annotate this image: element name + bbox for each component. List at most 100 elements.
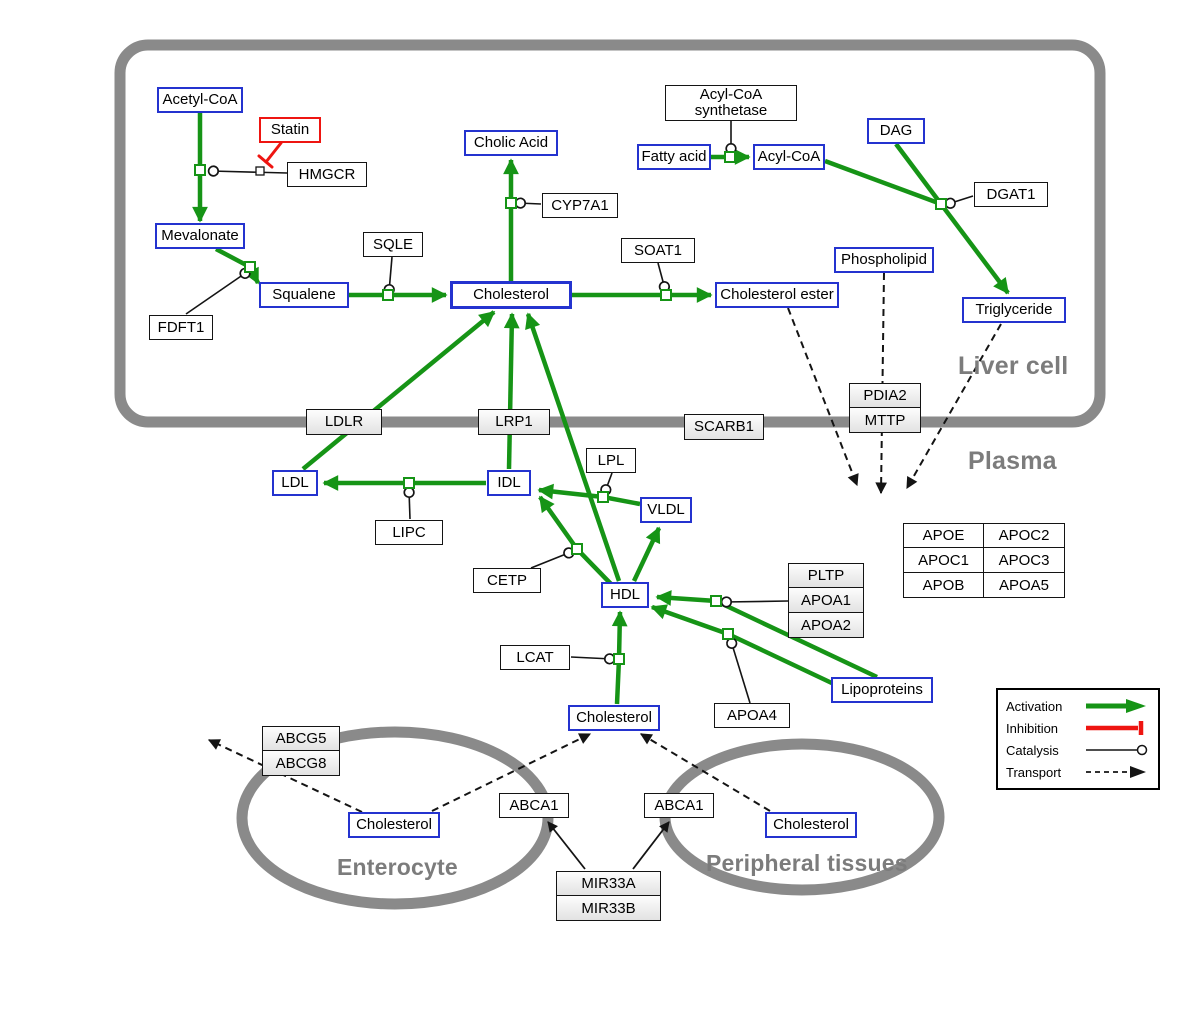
node-abcg5[interactable]: ABCG5 xyxy=(262,726,340,751)
node-abca1-peripheral[interactable]: ABCA1 xyxy=(644,793,714,818)
node-apoa5[interactable]: APOA5 xyxy=(984,573,1065,598)
node-acetyl-coa[interactable]: Acetyl-CoA xyxy=(157,87,243,113)
statin-inhibition-line xyxy=(264,141,283,164)
node-cholic-acid[interactable]: Cholic Acid xyxy=(464,130,558,156)
node-abca1-enterocyte[interactable]: ABCA1 xyxy=(499,793,569,818)
catalysis-sqle xyxy=(383,256,395,296)
node-dag[interactable]: DAG xyxy=(867,118,925,144)
edge-ldl-uptake-ldlr xyxy=(301,310,496,471)
catalysis-cetp xyxy=(530,547,575,569)
enterocyte-outline xyxy=(236,726,554,910)
node-cholesterol-liver[interactable]: Cholesterol xyxy=(450,281,572,309)
node-sqle[interactable]: SQLE xyxy=(363,232,423,257)
edge-idl-uptake-lrp1 xyxy=(503,312,520,470)
node-apoc1[interactable]: APOC1 xyxy=(903,548,984,573)
statin-inhibition-tbar xyxy=(257,154,274,169)
group-pltp-apoa1-apoa2: PLTP APOA1 APOA2 xyxy=(788,563,864,638)
node-apoe[interactable]: APOE xyxy=(903,523,984,548)
inhibition-edge-statin xyxy=(257,141,283,169)
catalysis-hmgcr xyxy=(207,165,288,177)
node-abcg8[interactable]: ABCG8 xyxy=(262,751,340,776)
node-lipc[interactable]: LIPC xyxy=(375,520,443,545)
peripheral-tissues-label: Peripheral tissues xyxy=(706,850,908,876)
node-mttp[interactable]: MTTP xyxy=(849,408,921,433)
edge-hdl-uptake xyxy=(525,312,622,582)
catalysis-lpl xyxy=(600,472,613,496)
edge-hdl-idl-cetp xyxy=(538,495,613,586)
edge-hdl-vldl xyxy=(631,526,662,582)
node-lcat[interactable]: LCAT xyxy=(500,645,570,670)
transport-enterocyte-cholesterol-to-plasma xyxy=(431,733,592,812)
edge-mir33-abca1-peripheral xyxy=(632,821,670,870)
legend-transport-label: Transport xyxy=(1006,764,1062,780)
catalysis-soat1 xyxy=(657,262,671,293)
node-acyl-coa[interactable]: Acyl-CoA xyxy=(753,144,825,170)
node-cyp7a1[interactable]: CYP7A1 xyxy=(542,193,618,218)
node-squalene[interactable]: Squalene xyxy=(259,282,349,308)
legend-activation-label: Activation xyxy=(1006,698,1063,714)
node-ldl[interactable]: LDL xyxy=(272,470,318,496)
legend-row-inhibition: Inhibition xyxy=(1006,720,1150,736)
node-cholesterol-peripheral[interactable]: Cholesterol xyxy=(765,812,857,838)
node-fatty-acid[interactable]: Fatty acid xyxy=(637,144,711,170)
liver-cell-label: Liver cell xyxy=(958,352,1069,380)
transport-cholesterol-abcg-export xyxy=(207,739,363,813)
node-mir33a[interactable]: MIR33A xyxy=(556,871,661,896)
node-lrp1[interactable]: LRP1 xyxy=(478,409,550,435)
node-acyl-coa-synthetase[interactable]: Acyl-CoA synthetase xyxy=(665,85,797,121)
node-hmgcr[interactable]: HMGCR xyxy=(287,162,367,187)
legend-row-activation: Activation xyxy=(1006,698,1150,714)
apolipoprotein-table: APOE APOC2 APOC1 APOC3 APOB APOA5 xyxy=(903,523,1065,598)
catalysis-edges xyxy=(185,121,974,704)
node-idl[interactable]: IDL xyxy=(487,470,531,496)
group-mir33a-mir33b: MIR33A MIR33B xyxy=(556,871,661,921)
node-apoc3[interactable]: APOC3 xyxy=(984,548,1065,573)
node-vldl[interactable]: VLDL xyxy=(640,497,692,523)
node-apoa4[interactable]: APOA4 xyxy=(714,703,790,728)
catalysis-circle-icon xyxy=(1086,744,1148,756)
node-cholesterol-plasma[interactable]: Cholesterol xyxy=(568,705,660,731)
activation-arrow-icon xyxy=(1086,699,1146,713)
enterocyte-label: Enterocyte xyxy=(337,854,458,880)
node-cetp[interactable]: CETP xyxy=(473,568,541,593)
node-apoa1[interactable]: APOA1 xyxy=(788,588,864,613)
node-hdl[interactable]: HDL xyxy=(601,582,649,608)
edge-junction-triglyceride xyxy=(939,202,1010,295)
node-cholesterol-ester[interactable]: Cholesterol ester xyxy=(715,282,839,308)
legend-row-catalysis: Catalysis xyxy=(1006,742,1150,758)
catalysis-lcat xyxy=(570,653,616,665)
node-apoc2[interactable]: APOC2 xyxy=(984,523,1065,548)
node-triglyceride[interactable]: Triglyceride xyxy=(962,297,1066,323)
legend: Activation Inhibition Catalysis Transpor… xyxy=(996,688,1160,790)
node-soat1[interactable]: SOAT1 xyxy=(621,238,695,263)
catalysis-lipc xyxy=(403,486,415,520)
node-cholesterol-enterocyte[interactable]: Cholesterol xyxy=(348,812,440,838)
node-lipoproteins[interactable]: Lipoproteins xyxy=(831,677,933,703)
group-abcg5-abcg8: ABCG5 ABCG8 xyxy=(262,726,340,776)
node-dgat1[interactable]: DGAT1 xyxy=(974,182,1048,207)
statin-anchor-square xyxy=(255,166,265,176)
reaction-anchors xyxy=(194,151,947,665)
catalysis-dgat1 xyxy=(944,195,974,209)
catalysis-apoa4 xyxy=(726,637,751,704)
node-mevalonate[interactable]: Mevalonate xyxy=(155,223,245,249)
transport-cholesterol-ester-to-plasma xyxy=(787,307,859,487)
node-apoa2[interactable]: APOA2 xyxy=(788,613,864,638)
plasma-label: Plasma xyxy=(968,447,1057,475)
node-phospholipid[interactable]: Phospholipid xyxy=(834,247,934,273)
catalysis-pltp-group xyxy=(720,596,789,608)
node-apob[interactable]: APOB xyxy=(903,573,984,598)
transport-triglyceride-to-plasma xyxy=(906,323,1002,490)
node-mir33b[interactable]: MIR33B xyxy=(556,896,661,921)
group-pdia2-mttp: PDIA2 MTTP xyxy=(849,383,921,433)
transport-peripheral-cholesterol-to-plasma xyxy=(639,733,771,812)
node-scarb1[interactable]: SCARB1 xyxy=(684,414,764,440)
node-pdia2[interactable]: PDIA2 xyxy=(849,383,921,408)
node-ldlr[interactable]: LDLR xyxy=(306,409,382,435)
node-pltp[interactable]: PLTP xyxy=(788,563,864,588)
node-fdft1[interactable]: FDFT1 xyxy=(149,315,213,340)
node-statin[interactable]: Statin xyxy=(259,117,321,143)
inhibition-tbar-icon xyxy=(1086,721,1144,735)
node-lpl[interactable]: LPL xyxy=(586,448,636,473)
